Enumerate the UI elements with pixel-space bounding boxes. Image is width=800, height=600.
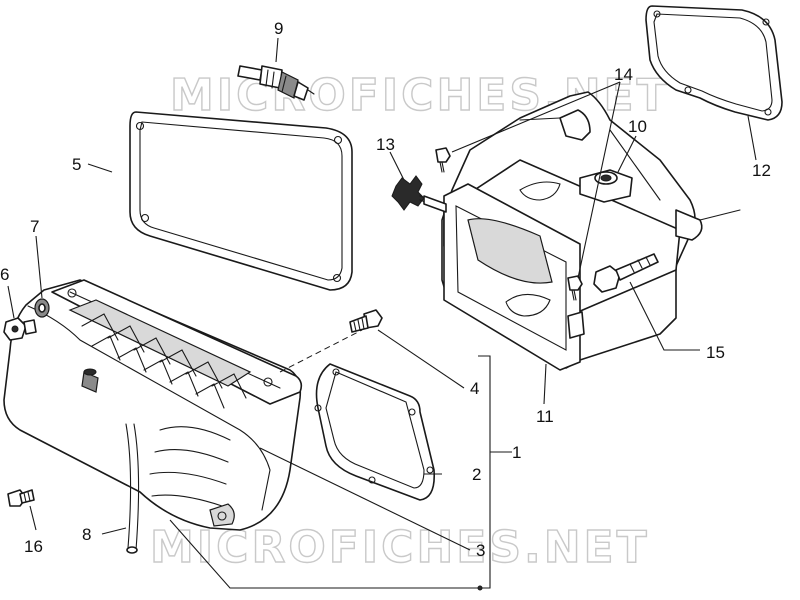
breather-hose-part-8 — [125, 423, 140, 554]
callout-9: 9 — [274, 19, 283, 38]
leader-lines — [7, 37, 757, 591]
callout-4: 4 — [470, 379, 479, 398]
gear-part-13 — [391, 175, 447, 213]
spark-plug-part-9 — [237, 65, 315, 101]
head-cover-part-3 — [3, 279, 303, 531]
bolt-part-16 — [7, 489, 35, 507]
callout-labels: 1 2 3 4 5 6 7 8 9 10 11 12 13 14 15 16 — [0, 19, 771, 560]
callout-7: 7 — [30, 217, 39, 236]
screws-part-14 — [435, 147, 585, 339]
callout-12: 12 — [752, 161, 771, 180]
callout-6: 6 — [0, 265, 9, 284]
nut-part-6 — [3, 317, 37, 341]
callout-16: 16 — [24, 537, 43, 556]
bolt-part-4 — [349, 309, 383, 333]
callout-8: 8 — [82, 525, 91, 544]
callout-11: 11 — [536, 407, 554, 426]
callout-5: 5 — [72, 155, 81, 174]
callout-3: 3 — [476, 541, 485, 560]
callout-15: 15 — [706, 343, 725, 362]
bolt-part-15 — [593, 253, 659, 293]
head-box-part-11 — [441, 91, 741, 371]
gasket-part-12 — [645, 5, 783, 121]
callout-2: 2 — [472, 465, 481, 484]
plate-gasket-part-2 — [314, 363, 436, 501]
cover-gasket-part-5 — [129, 111, 353, 291]
callout-13: 13 — [376, 135, 395, 154]
callout-10: 10 — [628, 117, 647, 136]
callout-14: 14 — [614, 65, 633, 84]
washer-part-7 — [34, 298, 50, 318]
callout-1: 1 — [512, 443, 521, 462]
